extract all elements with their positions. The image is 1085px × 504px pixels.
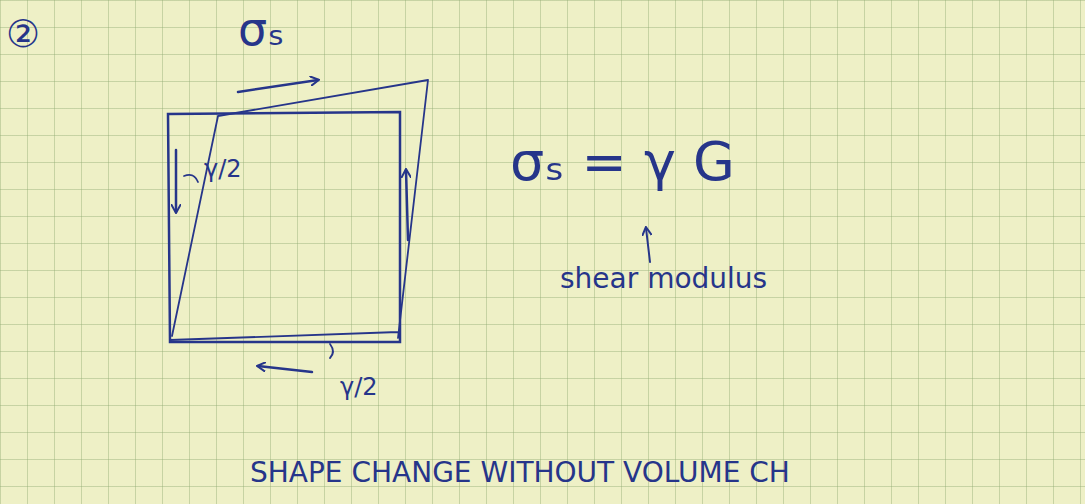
stress-symbol: σₛ: [238, 4, 284, 55]
square: [168, 112, 400, 342]
callout-number: ②: [6, 14, 40, 56]
angle-mark: [184, 175, 198, 182]
equation: σₛ = γ G: [510, 132, 735, 191]
strain-label: γ/2: [204, 156, 242, 182]
shear-arrow: [258, 366, 312, 372]
strain-label: γ/2: [340, 374, 378, 400]
shear-arrow: [175, 150, 178, 212]
angle-mark: [330, 344, 333, 358]
annotation: shear modulus: [560, 264, 767, 295]
shear-arrow: [238, 80, 318, 92]
leader-arrow: [646, 228, 650, 262]
note: SHAPE CHANGE WITHOUT VOLUME CH: [250, 458, 790, 489]
sheared-shape: [170, 80, 428, 340]
shear-arrow: [406, 170, 408, 240]
